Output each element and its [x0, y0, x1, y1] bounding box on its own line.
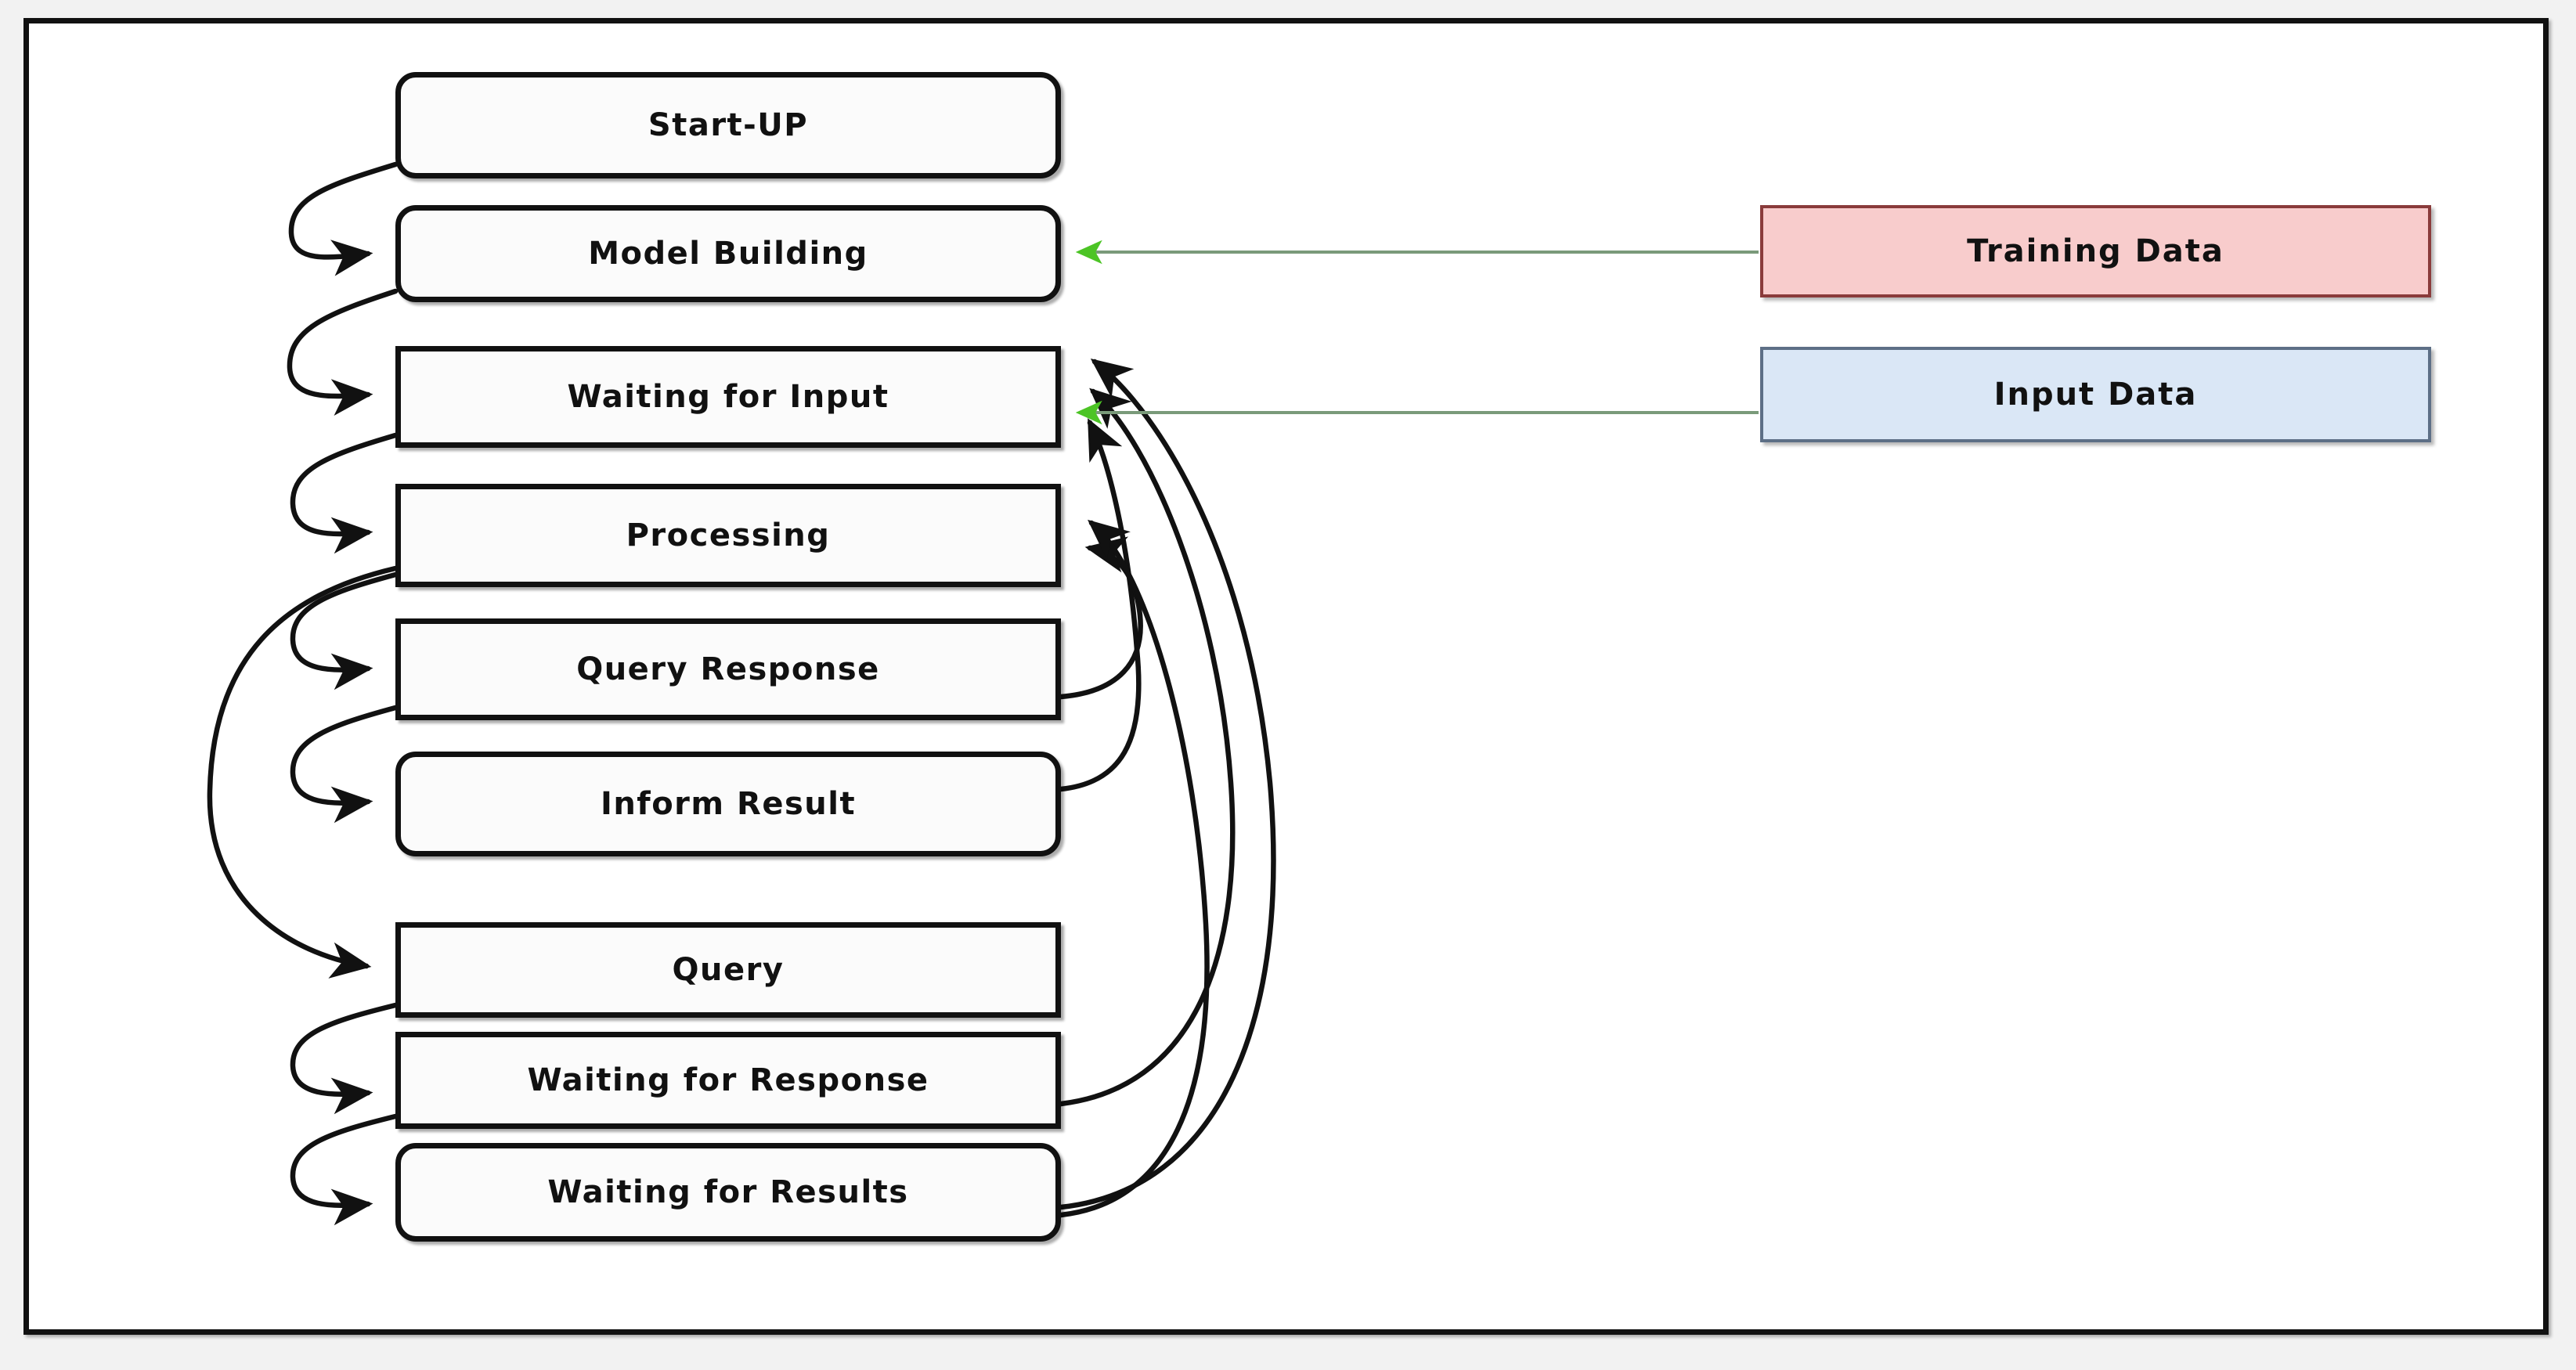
data-source-training-data[interactable]: Training Data [1760, 205, 2431, 297]
state-label: Query Response [576, 651, 880, 687]
state-label: Inform Result [600, 786, 857, 822]
state-inform-result[interactable]: Inform Result [395, 752, 1061, 856]
data-source-label: Input Data [1993, 377, 2198, 413]
state-label: Processing [626, 517, 831, 553]
state-label: Query [672, 952, 785, 988]
state-model-building[interactable]: Model Building [395, 205, 1061, 302]
state-waiting-for-results[interactable]: Waiting for Results [395, 1143, 1061, 1242]
state-processing[interactable]: Processing [395, 484, 1061, 587]
state-label: Model Building [588, 236, 868, 272]
state-query[interactable]: Query [395, 922, 1061, 1018]
state-label: Waiting for Results [547, 1174, 909, 1210]
state-waiting-for-input[interactable]: Waiting for Input [395, 346, 1061, 448]
state-start-up[interactable]: Start-UP [395, 72, 1061, 178]
data-source-input-data[interactable]: Input Data [1760, 347, 2431, 442]
state-label: Waiting for Input [567, 379, 889, 415]
data-source-label: Training Data [1967, 233, 2224, 269]
state-label: Start-UP [648, 107, 809, 143]
state-label: Waiting for Response [527, 1062, 929, 1098]
state-query-response[interactable]: Query Response [395, 618, 1061, 720]
state-waiting-for-response[interactable]: Waiting for Response [395, 1032, 1061, 1129]
